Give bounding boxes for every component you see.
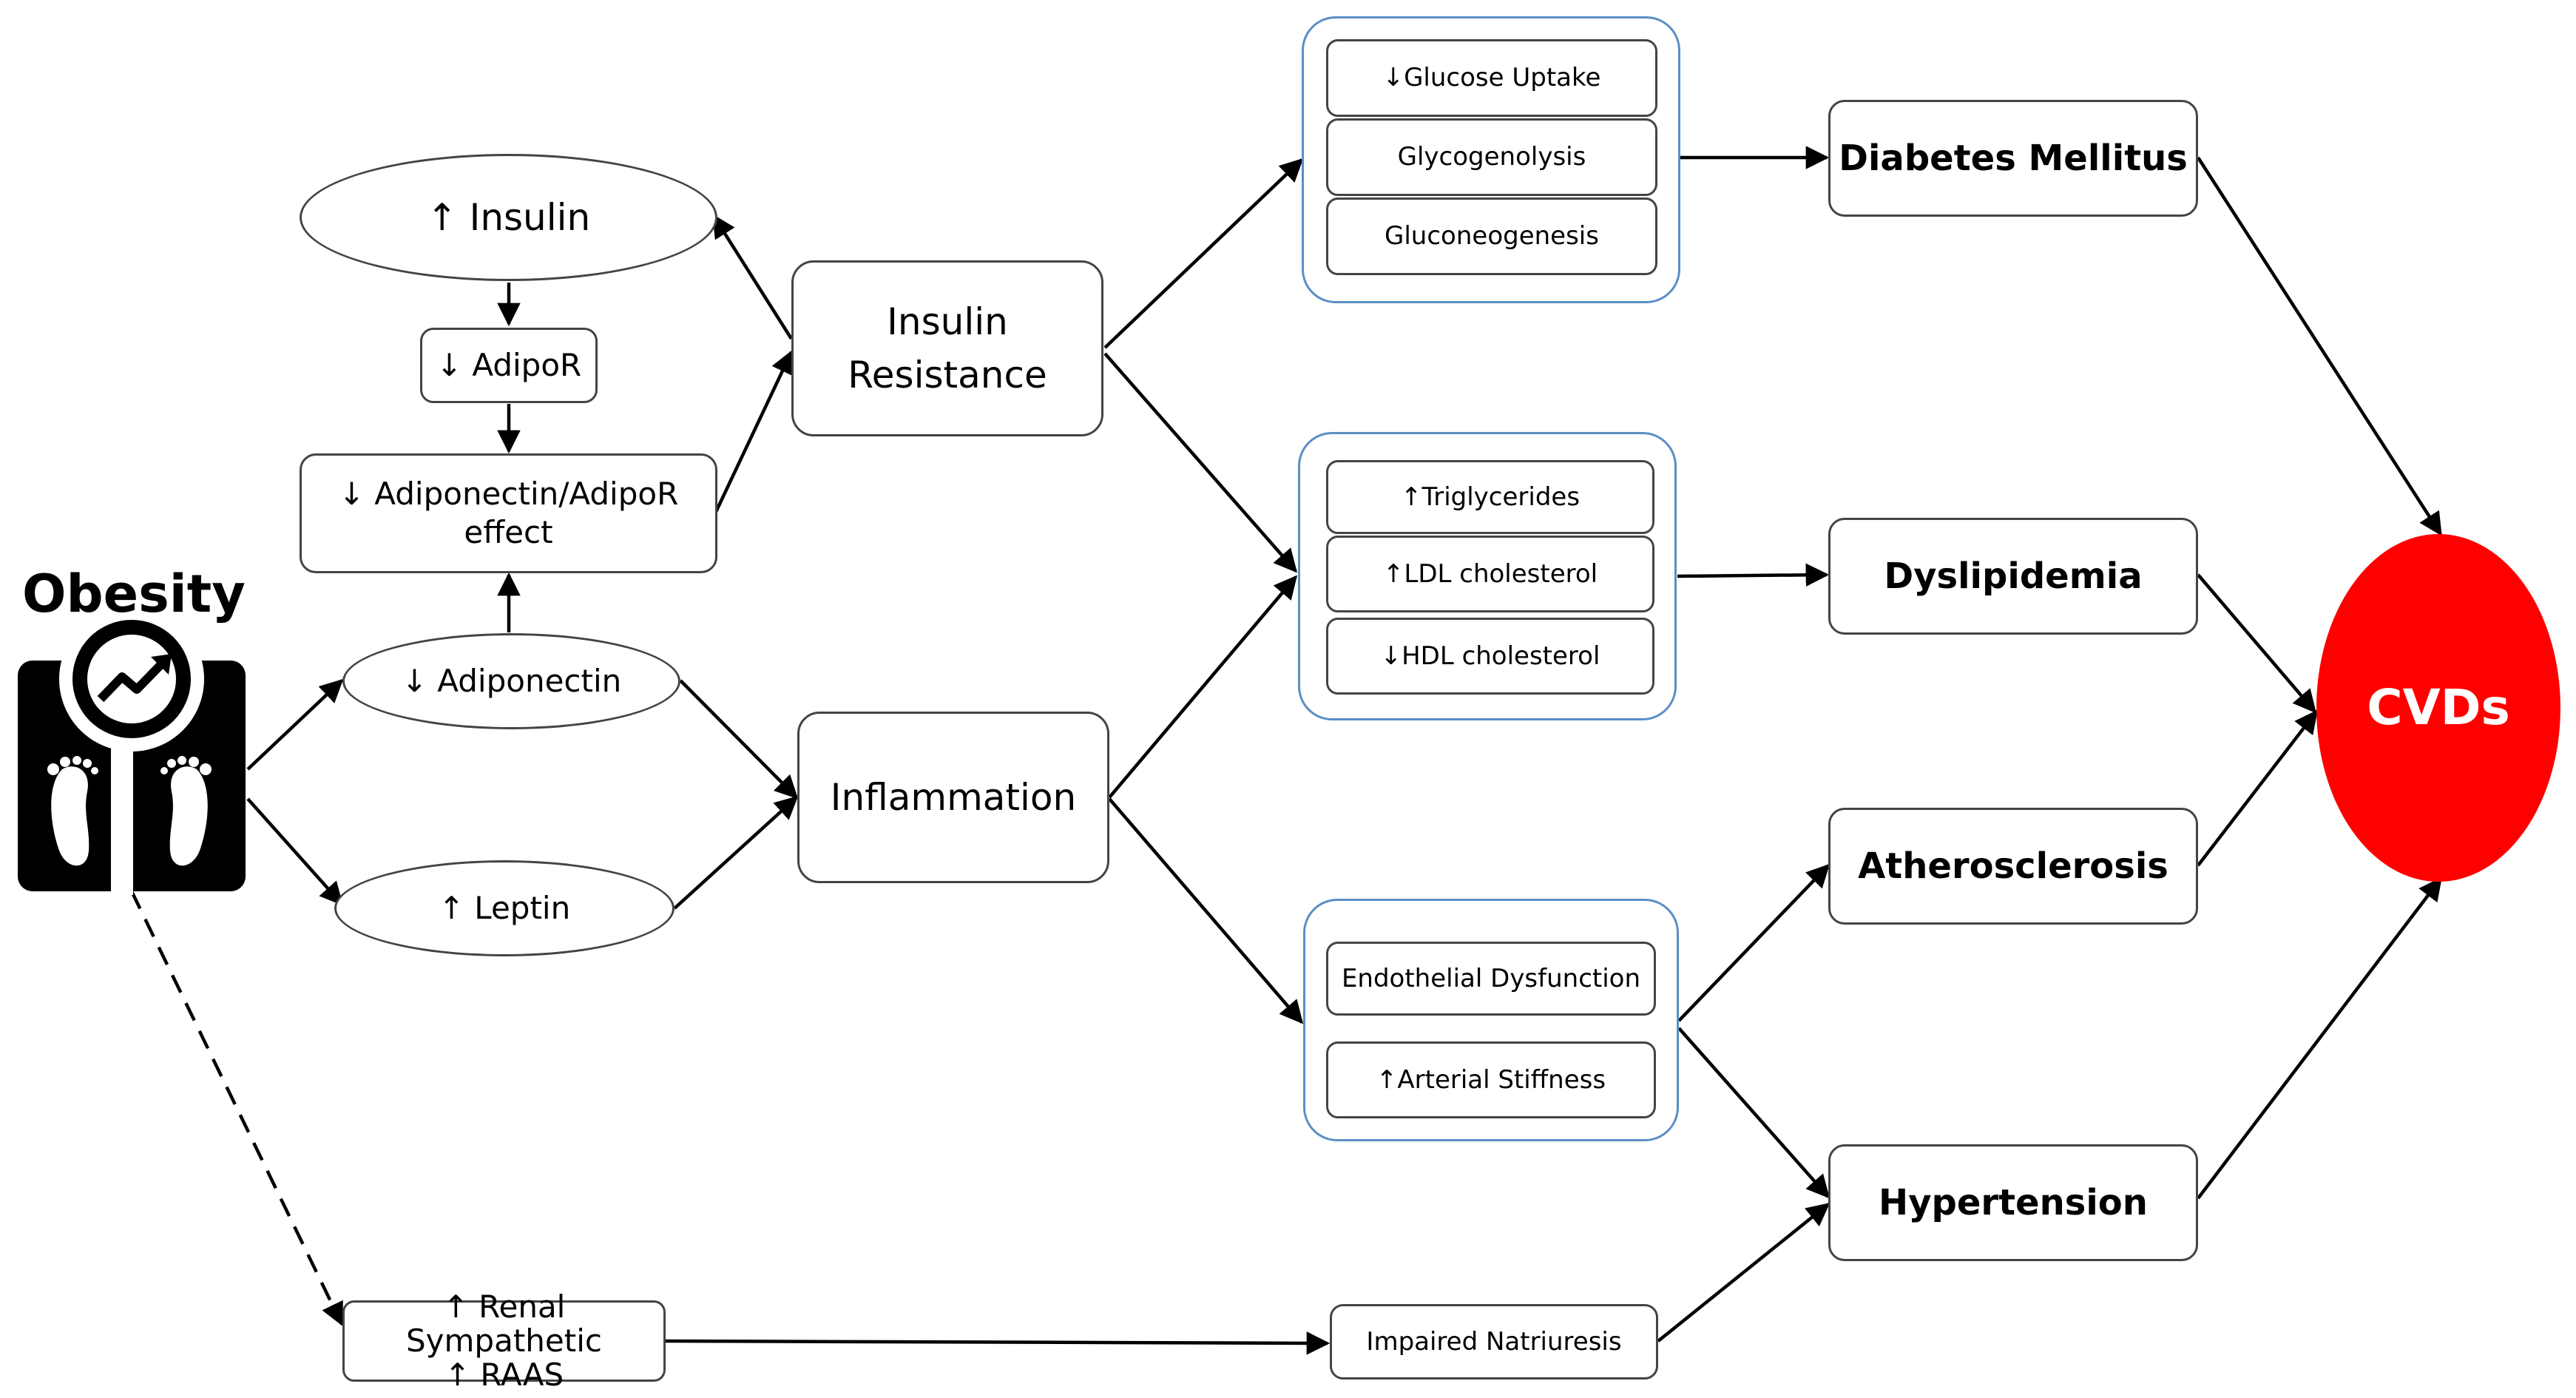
glucose-metabolism-group	[1302, 16, 1680, 303]
arrow-adiponectin-inflammation	[679, 679, 799, 800]
ldl-cholesterol-label: ↑LDL cholesterol	[1382, 558, 1598, 589]
cvds-label: CVDs	[2367, 678, 2510, 736]
glucose-uptake-label: ↓Glucose Uptake	[1382, 63, 1601, 93]
glycogenolysis-node: Glycogenolysis	[1326, 118, 1657, 196]
arrow-dyslipidemia-cvds	[2197, 573, 2317, 714]
diabetes-mellitus-node: Diabetes Mellitus	[1828, 100, 2198, 217]
inflammation-label: Inflammation	[830, 775, 1077, 819]
arrow-atherosclerosis-cvds	[2197, 709, 2318, 867]
arrow-renal-natriuresis	[665, 1331, 1331, 1355]
leptin-node: ↑ Leptin	[334, 860, 675, 956]
insulin-node: ↑ Insulin	[300, 154, 717, 281]
hdl-cholesterol-label: ↓HDL cholesterol	[1380, 641, 1600, 671]
vascular-dysfunction-group	[1303, 899, 1679, 1141]
triglycerides-node: ↑Triglycerides	[1326, 460, 1654, 534]
atherosclerosis-node: Atherosclerosis	[1828, 808, 2198, 925]
trend-up-arrow-icon	[97, 654, 172, 703]
glucose-uptake-node: ↓Glucose Uptake	[1326, 39, 1657, 117]
renal-sympathetic-label: ↑ Renal Sympathetic	[406, 1288, 602, 1359]
arrow-insulinresistance-insulin	[712, 214, 793, 340]
adiponectin-node: ↓ Adiponectin	[342, 633, 680, 729]
gluconeogenesis-node: Gluconeogenesis	[1326, 197, 1657, 275]
glycogenolysis-label: Glycogenolysis	[1397, 142, 1586, 172]
arrow-ir-glucose-group	[1103, 158, 1304, 349]
footprint-icon	[47, 756, 212, 866]
endothelial-dysfunction-label: Endothelial Dysfunction	[1341, 963, 1641, 993]
impaired-natriuresis-node: Impaired Natriuresis	[1330, 1304, 1658, 1380]
arrow-obesity-adiponectin	[246, 678, 344, 771]
arrow-effect-insulinresistance	[714, 350, 794, 513]
hypertension-node: Hypertension	[1828, 1144, 2198, 1261]
leptin-label: ↑ Leptin	[438, 889, 571, 926]
adiponectin-effect-label: ↓ Adiponectin/AdipoR effect	[338, 475, 679, 551]
dyslipidemia-label: Dyslipidemia	[1884, 556, 2143, 597]
adiponectin-effect-node: ↓ Adiponectin/AdipoR effect	[300, 453, 717, 573]
insulin-resistance-label-1: Insulin	[887, 300, 1008, 343]
dyslipidemia-node: Dyslipidemia	[1828, 518, 2198, 635]
arrow-ir-lipid-group	[1103, 352, 1298, 573]
arrow-natriuresis-hypertension	[1657, 1203, 1830, 1343]
adiponectin-label: ↓ Adiponectin	[401, 662, 622, 699]
weighing-scale-icon	[18, 607, 246, 895]
arterial-stiffness-label: ↑Arterial Stiffness	[1376, 1064, 1606, 1095]
renal-node: ↑ Renal Sympathetic ↑ RAAS	[342, 1289, 666, 1392]
arrow-obesity-leptin	[246, 797, 344, 906]
impaired-natriuresis-label: Impaired Natriuresis	[1366, 1326, 1622, 1357]
arterial-stiffness-node: ↑Arterial Stiffness	[1326, 1041, 1656, 1118]
arrow-lipid-dyslipidemia	[1677, 563, 1830, 587]
arrow-leptin-inflammation	[673, 795, 799, 910]
gluconeogenesis-label: Gluconeogenesis	[1385, 221, 1599, 251]
adipor-node: ↓ AdipoR	[420, 328, 598, 403]
triglycerides-label: ↑Triglycerides	[1400, 482, 1581, 512]
hdl-cholesterol-node: ↓HDL cholesterol	[1326, 618, 1654, 695]
atherosclerosis-label: Atherosclerosis	[1858, 845, 2168, 887]
insulin-resistance-label-2: Resistance	[848, 354, 1047, 396]
arrow-inflammation-vascular-group	[1108, 797, 1304, 1024]
endothelial-dysfunction-node: Endothelial Dysfunction	[1326, 942, 1656, 1016]
arrow-hypertension-cvds	[2197, 877, 2442, 1200]
arrow-inflammation-lipid-group	[1108, 575, 1298, 799]
diabetes-mellitus-label: Diabetes Mellitus	[1839, 138, 2188, 179]
arrow-diabetes-cvds	[2197, 156, 2442, 536]
obesity-title: Obesity	[22, 564, 246, 624]
arrow-vascular-hypertension	[1677, 1027, 1830, 1199]
insulin-resistance-node: Insulin Resistance	[791, 260, 1103, 436]
hypertension-label: Hypertension	[1879, 1182, 2148, 1223]
raas-label: ↑ RAAS	[444, 1357, 564, 1394]
dashed-arrow-obesity-renal	[129, 891, 344, 1326]
adipor-label: ↓ AdipoR	[436, 346, 582, 383]
ldl-cholesterol-node: ↑LDL cholesterol	[1326, 536, 1654, 612]
lipid-profile-group	[1298, 432, 1677, 720]
cvds-node: CVDs	[2316, 534, 2560, 882]
insulin-label: ↑ Insulin	[426, 195, 591, 239]
arrow-vascular-atherosclerosis	[1677, 863, 1830, 1022]
inflammation-node: Inflammation	[797, 712, 1109, 883]
